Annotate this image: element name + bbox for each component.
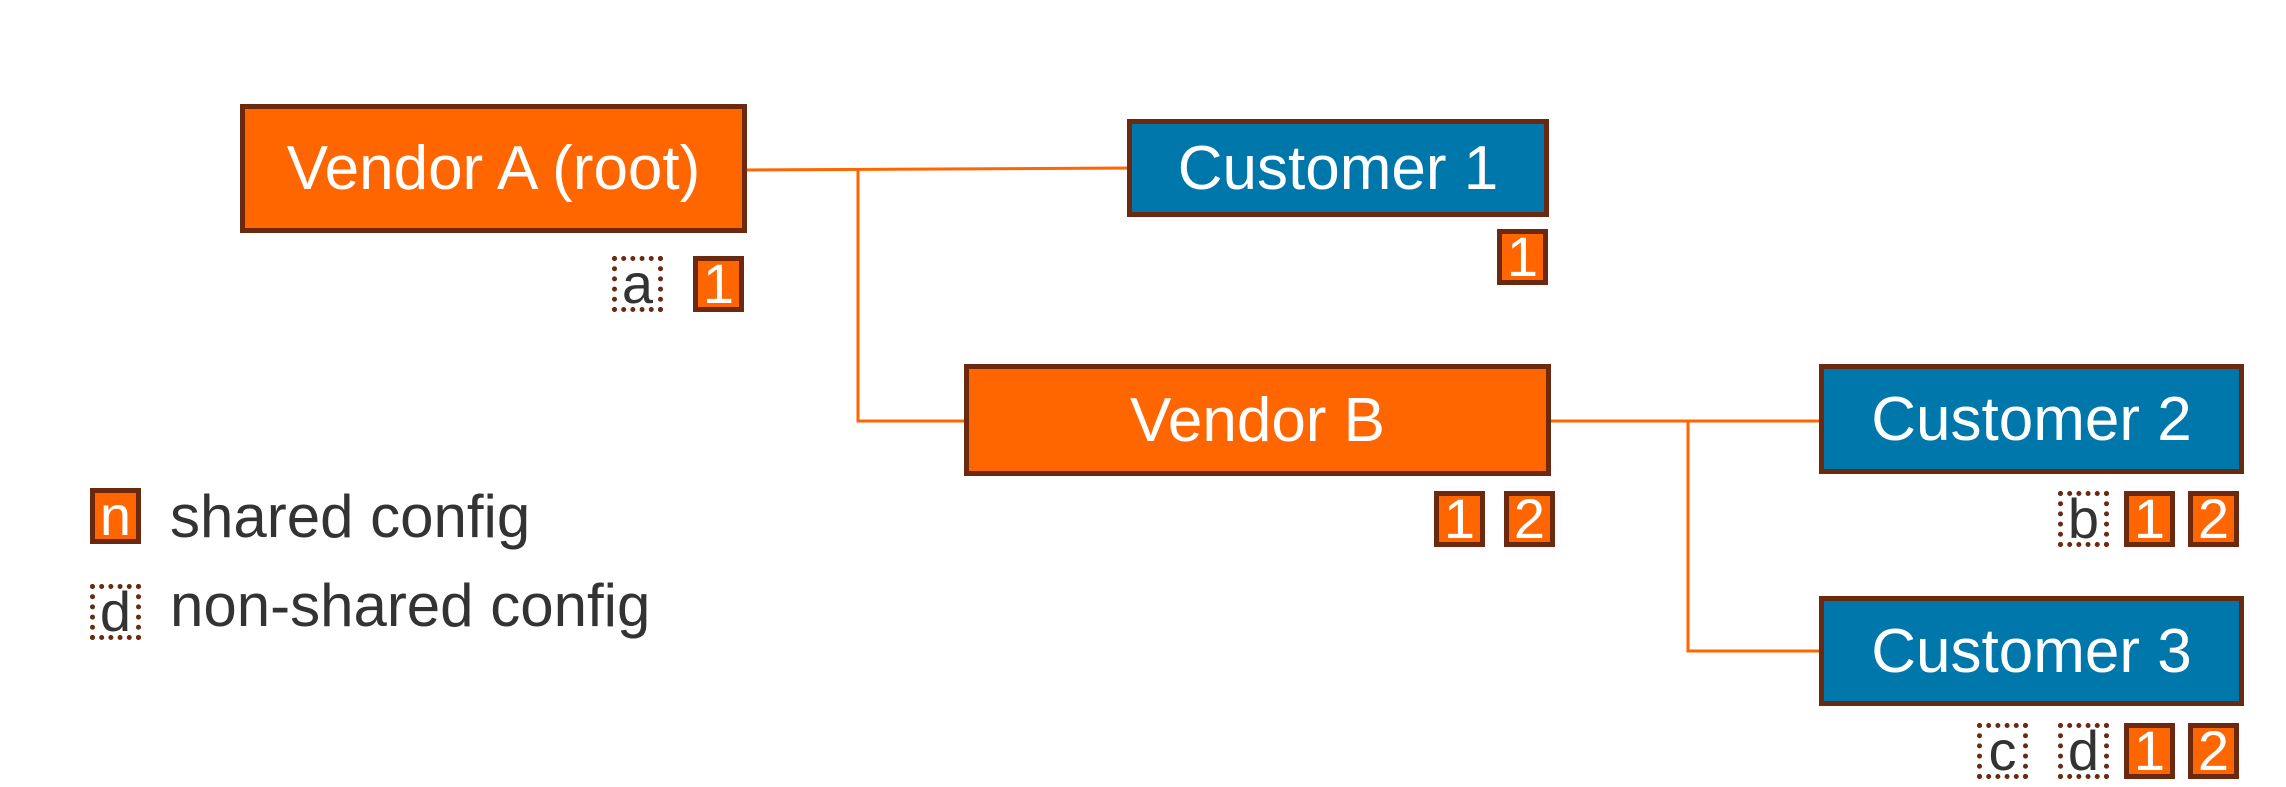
legend-shared-label: shared config	[170, 483, 531, 550]
shared-config-badge: 1	[2124, 723, 2175, 779]
customer-1-label: Customer 1	[1177, 133, 1499, 203]
customer-1-node: Customer 1	[1127, 119, 1549, 217]
legend-nonshared-symbol: d	[90, 584, 141, 640]
nonshared-config-badge: d	[2058, 723, 2109, 779]
shared-config-badge: 1	[1497, 229, 1548, 285]
nonshared-config-badge: c	[1977, 723, 2028, 779]
shared-config-badge: 1	[693, 256, 744, 312]
shared-config-badge: 2	[2188, 723, 2239, 779]
shared-config-badge: 2	[2188, 491, 2239, 547]
customer-3-node: Customer 3	[1819, 596, 2244, 706]
vendor-a-root-node: Vendor A (root)	[240, 104, 747, 233]
connector-vendor-b-customer-3	[1686, 421, 1822, 653]
vendor-a-label: Vendor A (root)	[286, 134, 701, 203]
customer-3-label: Customer 3	[1871, 616, 2192, 686]
legend-nonshared-label: non-shared config	[170, 572, 651, 639]
customer-2-node: Customer 2	[1819, 364, 2244, 474]
shared-config-badge: 2	[1504, 491, 1555, 547]
vendor-b-node: Vendor B	[964, 364, 1551, 476]
shared-config-badge: 1	[2124, 491, 2175, 547]
vendor-b-label: Vendor B	[1129, 385, 1386, 455]
connector-vendor-a-customer-1	[743, 166, 1131, 172]
nonshared-config-badge: a	[612, 256, 663, 312]
legend-shared-symbol: n	[90, 488, 141, 544]
shared-config-badge: 1	[1434, 491, 1485, 547]
customer-2-label: Customer 2	[1871, 384, 2192, 454]
connector-vendor-a-vendor-b	[856, 170, 967, 423]
nonshared-config-badge: b	[2058, 491, 2109, 547]
